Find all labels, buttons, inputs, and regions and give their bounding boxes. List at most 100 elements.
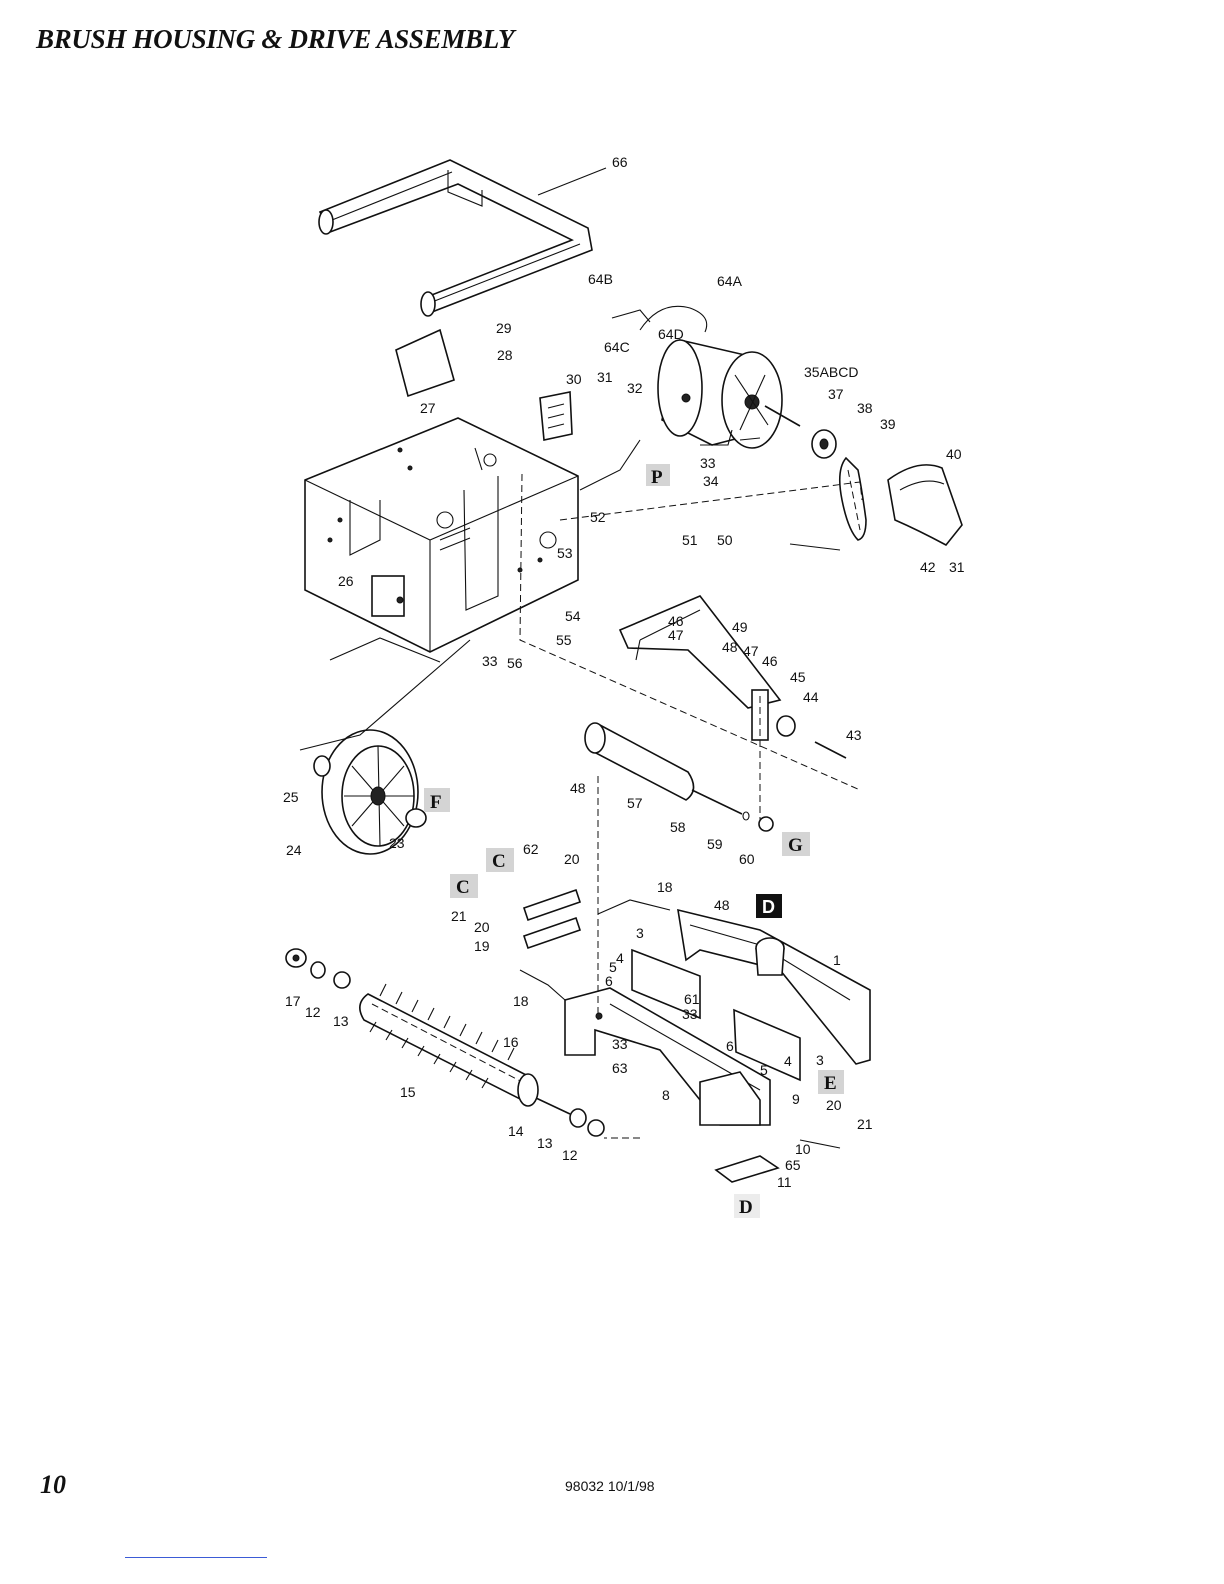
callout-52: 52: [590, 509, 606, 525]
callout-54: 54: [565, 608, 581, 624]
callout-59: 59: [707, 836, 723, 852]
callout-19: 19: [474, 938, 490, 954]
callout-37: 37: [828, 386, 844, 402]
callout-21b: 21: [857, 1116, 873, 1132]
callout-14: 14: [508, 1123, 524, 1139]
page-number: 10: [40, 1470, 66, 1499]
callout-20b: 20: [474, 919, 490, 935]
ref-letter-d1: D: [762, 897, 775, 917]
callout-18b: 18: [513, 993, 529, 1009]
callout-10: 10: [795, 1141, 811, 1157]
lower-frame-assembly: [564, 908, 871, 1183]
callout-47b: 47: [743, 643, 759, 659]
ref-letter-g: G: [788, 835, 803, 856]
callout-47a: 47: [668, 627, 684, 643]
callout-49: 49: [732, 619, 748, 635]
callout-35abcd: 35ABCD: [804, 364, 858, 380]
ref-letter-d2: D: [739, 1197, 753, 1218]
reference-letters: P F G C C D E D: [424, 464, 844, 1218]
callout-40: 40: [946, 446, 962, 462]
callout-9: 9: [792, 1091, 800, 1107]
callout-11: 11: [777, 1174, 792, 1190]
assembly-lines: [299, 439, 863, 1149]
callout-29: 29: [496, 320, 512, 336]
pulley-belt-guard: [811, 429, 963, 547]
callout-5b: 5: [760, 1062, 768, 1078]
handle-part: [318, 159, 607, 317]
callout-8: 8: [662, 1087, 670, 1103]
callout-66: 66: [612, 154, 628, 170]
brush-arm-frame: [618, 595, 847, 759]
callout-3a: 3: [636, 925, 644, 941]
callout-20c: 20: [826, 1097, 842, 1113]
callout-57: 57: [627, 795, 643, 811]
callout-16: 16: [503, 1034, 519, 1050]
callout-4b: 4: [784, 1053, 792, 1069]
callout-30: 30: [566, 371, 582, 387]
bracket-part-27: [395, 328, 455, 398]
callout-32: 32: [627, 380, 643, 396]
callout-25: 25: [283, 789, 299, 805]
callout-65: 65: [785, 1157, 801, 1173]
callout-6b: 6: [726, 1038, 734, 1054]
page-title: BRUSH HOUSING & DRIVE ASSEMBLY: [36, 24, 515, 54]
callout-31a: 31: [949, 559, 965, 575]
callout-64b: 64B: [588, 271, 613, 287]
callout-26: 26: [338, 573, 354, 589]
callout-61: 61: [684, 991, 700, 1007]
callout-64d: 64D: [658, 326, 684, 342]
callout-33d: 33: [612, 1036, 628, 1052]
callout-24: 24: [286, 842, 302, 858]
callout-45: 45: [790, 669, 806, 685]
callout-13b: 13: [537, 1135, 553, 1151]
callout-42: 42: [920, 559, 936, 575]
callout-56: 56: [507, 655, 523, 671]
callout-5a: 5: [609, 959, 617, 975]
callout-12a: 12: [305, 1004, 321, 1020]
callout-46a: 46: [668, 613, 684, 629]
callout-23: 23: [389, 835, 405, 851]
ref-letter-e: E: [824, 1073, 837, 1094]
ref-letter-f: F: [430, 792, 442, 813]
callout-31b: 31: [597, 369, 613, 385]
callout-62: 62: [523, 841, 539, 857]
ref-letter-c2: C: [456, 877, 470, 898]
document-code: 98032 10/1/98: [565, 1478, 655, 1494]
callout-39: 39: [880, 416, 896, 432]
callout-60: 60: [739, 851, 755, 867]
callout-12b: 12: [562, 1147, 578, 1163]
callout-43: 43: [846, 727, 862, 743]
brush-part-15: [359, 983, 605, 1137]
callout-20a: 20: [564, 851, 580, 867]
callout-44: 44: [803, 689, 819, 705]
callout-38: 38: [857, 400, 873, 416]
callout-64c: 64C: [604, 339, 630, 355]
bottom-rule: [125, 1557, 267, 1558]
ref-letter-p: P: [651, 467, 663, 488]
callout-33b: 33: [482, 653, 498, 669]
callout-58: 58: [670, 819, 686, 835]
callout-18a: 18: [657, 879, 673, 895]
ref-letter-c1: C: [492, 851, 506, 872]
callout-46b: 46: [762, 653, 778, 669]
callout-15: 15: [400, 1084, 416, 1100]
motor-part: [611, 305, 801, 449]
wheel-part-24: [313, 729, 427, 855]
link-plates-19: [522, 888, 582, 950]
callout-21a: 21: [451, 908, 467, 924]
callout-33c: 33: [682, 1006, 698, 1022]
callout-4a: 4: [616, 950, 624, 966]
callout-6a: 6: [605, 973, 613, 989]
callout-1: 1: [833, 952, 841, 968]
callout-48a: 48: [722, 639, 738, 655]
callout-50: 50: [717, 532, 733, 548]
callout-53: 53: [557, 545, 573, 561]
callout-3b: 3: [816, 1052, 824, 1068]
callout-17: 17: [285, 993, 301, 1009]
callout-48b: 48: [570, 780, 586, 796]
callout-34: 34: [703, 473, 719, 489]
callout-33a: 33: [700, 455, 716, 471]
bearing-parts-left: [285, 948, 351, 989]
callout-labels: 66 64B 64A 64C 64D 35ABCD 37 38 39 40 42…: [283, 154, 965, 1190]
